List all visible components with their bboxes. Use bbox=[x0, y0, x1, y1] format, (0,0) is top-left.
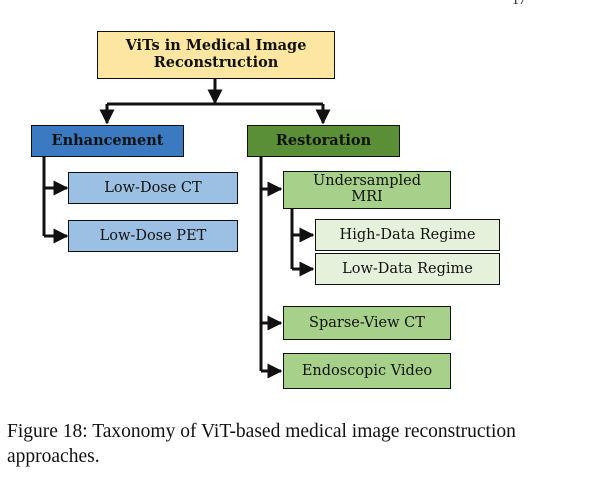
high-data-regime-node: High-Data Regime bbox=[315, 219, 500, 251]
figure-caption: Figure 18: Taxonomy of ViT-based medical… bbox=[7, 421, 516, 467]
enhancement-node: Enhancement bbox=[31, 125, 184, 157]
low-dose-pet-node: Low-Dose PET bbox=[68, 220, 238, 252]
sparse-view-ct-node: Sparse-View CT bbox=[283, 306, 451, 340]
endoscopic-video-node: Endoscopic Video bbox=[283, 353, 451, 389]
restoration-node: Restoration bbox=[247, 125, 400, 157]
root-node: ViTs in Medical Image Reconstruction bbox=[97, 31, 335, 79]
low-data-regime-node: Low-Data Regime bbox=[315, 253, 500, 285]
page-number: 17 bbox=[512, 0, 526, 8]
low-dose-ct-node: Low-Dose CT bbox=[68, 172, 238, 204]
undersampled-mri-node: Undersampled MRI bbox=[283, 171, 451, 209]
